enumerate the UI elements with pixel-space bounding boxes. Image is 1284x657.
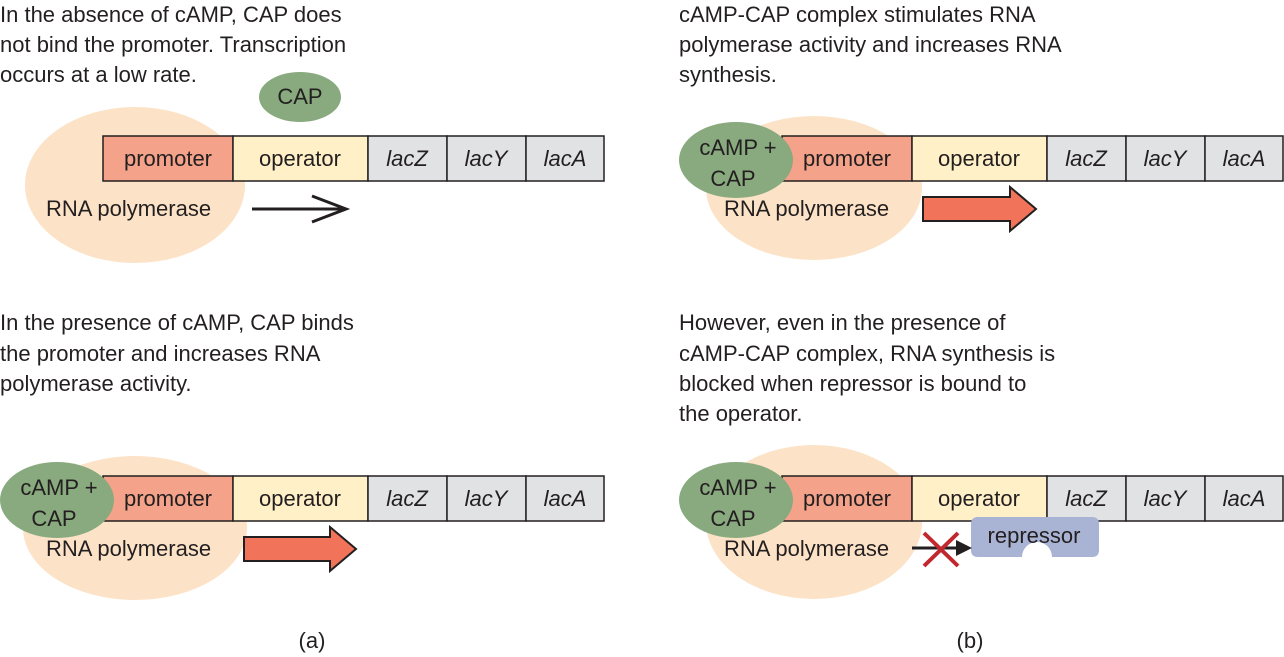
camp-plus-line: cAMP + — [699, 475, 776, 500]
caption-line: cAMP-CAP complex, RNA synthesis is — [679, 341, 1055, 366]
camp-cap-label: cAMP + CAP — [699, 135, 782, 191]
promoter-label: promoter — [124, 146, 212, 171]
panel-b-bottom: However, even in the presence of cAMP-CA… — [679, 310, 1284, 599]
lacy-label: lacY — [1144, 146, 1188, 171]
lacy-segment — [446, 475, 527, 522]
lacz-label: lacZ — [386, 486, 429, 511]
panel-label-b: (b) — [957, 628, 984, 653]
promoter-label: promoter — [124, 486, 212, 511]
laca-segment — [1204, 475, 1284, 522]
dna-strand: promoter operator lacZ lacY lacA — [781, 135, 1284, 182]
camp-plus-line: cAMP + — [699, 135, 776, 160]
laca-segment — [525, 135, 605, 182]
camp-cap-complex — [679, 462, 793, 538]
operator-label: operator — [938, 486, 1020, 511]
operator-segment — [232, 475, 369, 522]
cap-line: CAP — [710, 166, 755, 191]
caption-line: In the absence of cAMP, CAP does — [0, 2, 342, 27]
promoter-segment — [781, 135, 913, 182]
laca-label: lacA — [1223, 486, 1266, 511]
laca-label: lacA — [544, 486, 587, 511]
operator-label: operator — [259, 486, 341, 511]
lacz-label: lacZ — [386, 146, 429, 171]
promoter-label: promoter — [803, 146, 891, 171]
laca-label: lacA — [544, 146, 587, 171]
rna-polymerase-label: RNA polymerase — [724, 196, 889, 221]
blocked-x-icon — [922, 531, 960, 568]
lacz-segment — [1046, 475, 1127, 522]
caption-line: cAMP-CAP complex stimulates RNA — [679, 2, 1036, 27]
camp-cap-complex — [0, 462, 114, 538]
lacz-segment — [1046, 135, 1127, 182]
laca-segment — [525, 475, 605, 522]
caption-line: occurs at a low rate. — [0, 62, 197, 87]
lacy-label: lacY — [1144, 486, 1188, 511]
panel-a-bottom: In the presence of cAMP, CAP binds the p… — [0, 310, 605, 600]
caption-line: In the presence of cAMP, CAP binds — [0, 310, 354, 335]
caption-line: polymerase activity and increases RNA — [679, 32, 1062, 57]
camp-cap-label: cAMP + CAP — [699, 475, 782, 531]
panel-b-bottom-caption: However, even in the presence of cAMP-CA… — [679, 310, 1061, 426]
panel-a-bottom-caption: In the presence of cAMP, CAP binds the p… — [0, 310, 360, 396]
lacy-label: lacY — [465, 146, 509, 171]
panel-a-top-caption: In the absence of cAMP, CAP does not bin… — [0, 2, 352, 87]
panel-a-top: In the absence of cAMP, CAP does not bin… — [0, 2, 605, 263]
panel-label-a: (a) — [299, 628, 326, 653]
caption-line: polymerase activity. — [0, 371, 192, 396]
caption-line: However, even in the presence of — [679, 310, 1006, 335]
cap-label: CAP — [277, 84, 322, 109]
cap-line: CAP — [31, 506, 76, 531]
laca-segment — [1204, 135, 1284, 182]
repressor-protein — [971, 517, 1099, 557]
lacz-segment — [367, 475, 448, 522]
lacz-segment — [367, 135, 448, 182]
lacy-segment — [1125, 135, 1206, 182]
promoter-segment — [102, 475, 234, 522]
caption-line: the promoter and increases RNA — [0, 341, 321, 366]
dna-strand: promoter operator lacZ lacY lacA — [102, 475, 605, 522]
lacz-label: lacZ — [1065, 486, 1108, 511]
camp-cap-label: cAMP + CAP — [20, 475, 103, 531]
rna-polymerase-label: RNA polymerase — [46, 196, 211, 221]
lacy-segment — [446, 135, 527, 182]
operator-segment — [232, 135, 369, 182]
caption-line: the operator. — [679, 401, 803, 426]
panel-b-top-caption: cAMP-CAP complex stimulates RNA polymera… — [679, 2, 1067, 87]
operator-label: operator — [259, 146, 341, 171]
camp-cap-complex — [679, 122, 793, 198]
high-rate-arrow — [922, 184, 1038, 234]
blocked-arrow — [912, 540, 972, 556]
dna-strand: promoter operator lacZ lacY lacA — [102, 135, 605, 182]
camp-plus-line: cAMP + — [20, 475, 97, 500]
operator-segment — [911, 135, 1048, 182]
lacz-label: lacZ — [1065, 146, 1108, 171]
rna-polymerase-blob — [25, 107, 245, 263]
cap-line: CAP — [710, 506, 755, 531]
rna-polymerase-label: RNA polymerase — [724, 536, 889, 561]
operator-segment — [911, 475, 1048, 522]
low-rate-arrow — [252, 194, 351, 224]
dna-strand: promoter operator lacZ lacY lacA — [781, 475, 1284, 522]
repressor-label: repressor — [988, 523, 1081, 548]
high-rate-arrow — [243, 524, 358, 574]
promoter-label: promoter — [803, 486, 891, 511]
caption-line: blocked when repressor is bound to — [679, 371, 1026, 396]
laca-label: lacA — [1223, 146, 1266, 171]
cap-protein — [259, 72, 341, 122]
caption-line: not bind the promoter. Transcription — [0, 32, 346, 57]
panel-b-top: cAMP-CAP complex stimulates RNA polymera… — [679, 2, 1284, 260]
lacy-label: lacY — [465, 486, 509, 511]
operator-label: operator — [938, 146, 1020, 171]
caption-line: synthesis. — [679, 62, 777, 87]
rna-polymerase-label: RNA polymerase — [46, 536, 211, 561]
